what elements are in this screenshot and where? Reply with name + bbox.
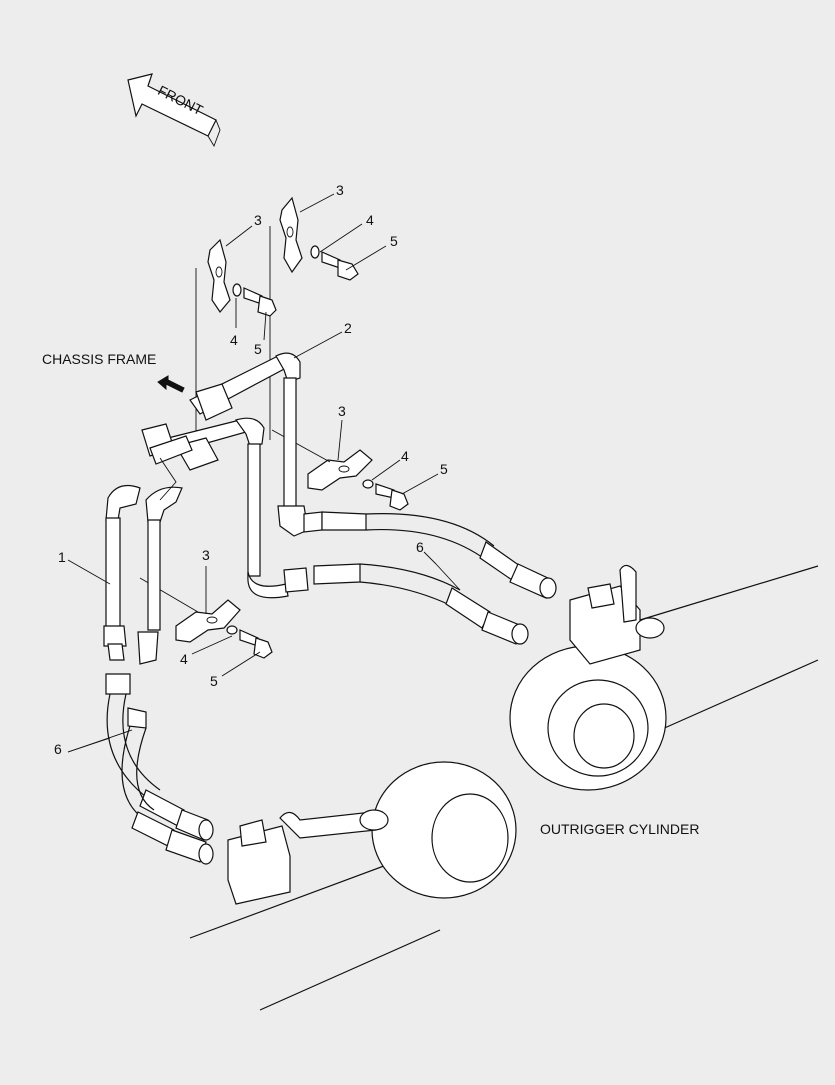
clamp-upper-right — [269, 196, 303, 440]
callout-3-upper-right: 3 — [336, 182, 344, 198]
leader-lines — [67, 193, 461, 753]
pipe-assembly-1 — [103, 435, 193, 665]
clamp-upper-left — [195, 238, 231, 440]
callout-4-upper-right: 4 — [366, 212, 374, 228]
outrigger-cylinder-label: OUTRIGGER CYLINDER — [540, 821, 699, 837]
callout-3-upper-left: 3 — [254, 212, 262, 228]
callout-3-middle: 3 — [338, 403, 346, 419]
hose-lower-b — [121, 707, 214, 865]
callout-5-upper-right: 5 — [390, 233, 398, 249]
callout-4-middle: 4 — [401, 448, 409, 464]
callout-4-upper-left: 4 — [230, 332, 238, 348]
chassis-direction-arrow — [157, 375, 185, 393]
callout-5-middle: 5 — [440, 461, 448, 477]
hose-upper-b — [283, 563, 529, 645]
callout-6-upper: 6 — [416, 539, 424, 555]
washer-bolt-lower — [226, 625, 273, 659]
callout-1: 1 — [58, 549, 66, 565]
callout-3-lower: 3 — [202, 547, 210, 563]
clamp-middle — [271, 429, 373, 491]
callout-4-lower: 4 — [180, 651, 188, 667]
washer-bolt-middle — [362, 479, 409, 511]
callout-5-lower: 5 — [210, 673, 218, 689]
callout-5-upper-left: 5 — [254, 341, 262, 357]
washer-bolt-upper-right — [310, 245, 359, 281]
front-arrow: FRONT — [127, 73, 221, 148]
washer-bolt-upper-left — [232, 283, 277, 317]
pipe-assembly-2 — [141, 352, 309, 599]
outrigger-cylinder-lower — [189, 761, 517, 1011]
hose-lower-a — [105, 673, 214, 841]
hose-upper-a — [303, 511, 557, 599]
chassis-frame-label: CHASSIS FRAME — [42, 351, 156, 367]
outrigger-cylinder-upper — [509, 564, 819, 791]
callout-2: 2 — [344, 320, 352, 336]
callout-6-lower: 6 — [54, 741, 62, 757]
